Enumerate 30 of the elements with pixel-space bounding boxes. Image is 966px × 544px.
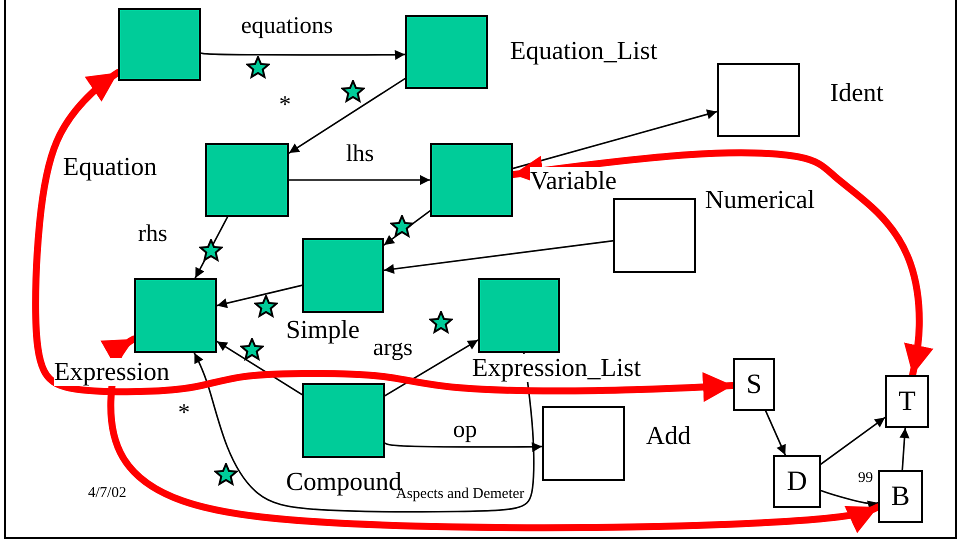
arrow xyxy=(194,216,228,279)
arrow xyxy=(384,339,479,396)
arrow xyxy=(764,410,786,456)
arrow xyxy=(820,416,886,465)
node-label: D xyxy=(786,466,808,498)
node-label: B xyxy=(891,480,910,512)
footer-text: 99 xyxy=(858,470,873,487)
arrow xyxy=(216,284,303,308)
arrow xyxy=(512,109,718,170)
class-name: Expression xyxy=(54,358,170,386)
arrow xyxy=(216,340,303,396)
arrow xyxy=(900,427,910,471)
arrow xyxy=(288,78,406,154)
multiplicity-mark: * xyxy=(178,400,190,427)
class-box xyxy=(885,375,929,428)
footer-text: 4/7/02 xyxy=(88,485,126,502)
multiplicity-mark: * xyxy=(279,92,291,119)
arrow xyxy=(383,240,614,274)
class-name: Expression_List xyxy=(472,354,641,382)
arrow xyxy=(288,175,431,185)
arrow xyxy=(383,210,431,246)
node-label: S xyxy=(746,368,762,400)
class-box xyxy=(118,8,201,81)
arrow xyxy=(384,442,543,452)
class-box xyxy=(733,358,775,411)
class-box xyxy=(878,470,923,523)
arrow xyxy=(194,352,535,513)
arrow xyxy=(200,50,406,60)
class-box xyxy=(773,455,821,508)
node-label: T xyxy=(898,386,916,418)
